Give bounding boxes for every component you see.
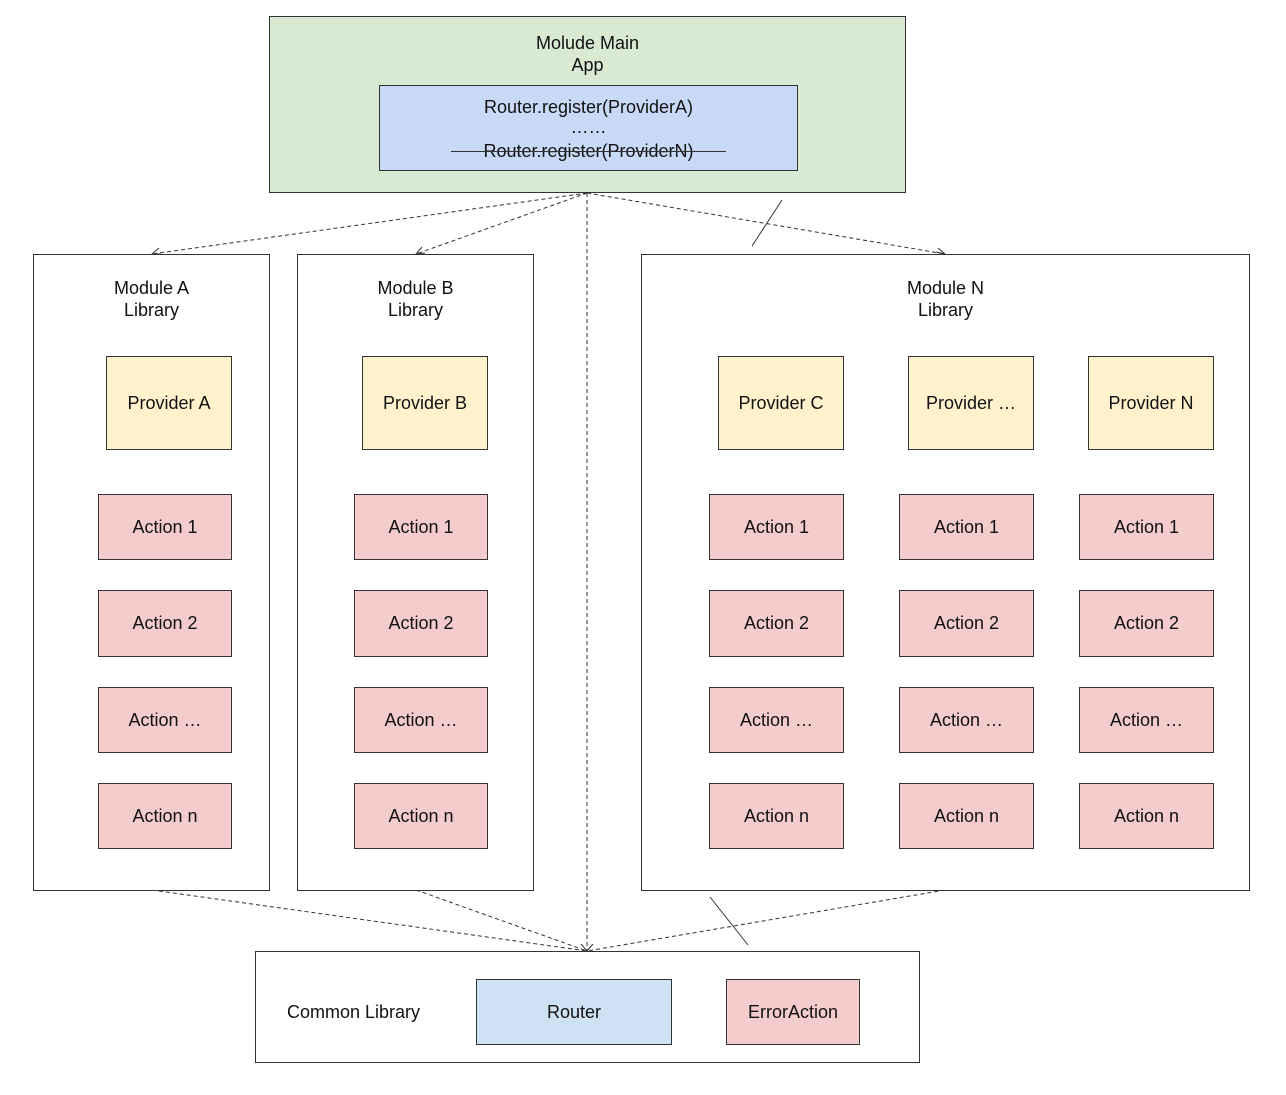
module-a-action-more: Action …: [98, 687, 232, 753]
main-app-title: Molude Main App: [270, 32, 905, 76]
dep-a-to-common: [151, 889, 588, 952]
common-library-label: Common Library: [287, 1002, 421, 1022]
main-app-title-line1: Molude Main: [535, 33, 640, 53]
module-n-title: Module N Library: [642, 277, 1249, 321]
error-action-box: ErrorAction: [726, 979, 860, 1045]
dep-n-to-common: [586, 889, 946, 952]
module-b-action-more: Action …: [354, 687, 488, 753]
main-app-title-line2: App: [571, 55, 604, 75]
provider-more-action-2: Action 2: [899, 590, 1034, 657]
module-b-action-1: Action 1: [354, 494, 488, 560]
module-b-title: Module B Library: [298, 277, 533, 321]
provider-b-box: Provider B: [362, 356, 488, 450]
module-a-title-line1: Module A: [113, 278, 190, 298]
module-b-title-line2: Library: [387, 300, 444, 320]
provider-n-action-2: Action 2: [1079, 590, 1214, 657]
provider-c-action-more: Action …: [709, 687, 844, 753]
main-app-box: Molude Main App Router.register(Provider…: [269, 16, 906, 193]
module-b-action-n: Action n: [354, 783, 488, 849]
provider-c-action-1: Action 1: [709, 494, 844, 560]
break-mark-top: [751, 199, 783, 247]
module-n-title-line2: Library: [917, 300, 974, 320]
provider-n-action-1: Action 1: [1079, 494, 1214, 560]
dep-b-to-common: [415, 889, 588, 952]
module-n-title-line1: Module N: [906, 278, 985, 298]
provider-c-action-2: Action 2: [709, 590, 844, 657]
module-a-title-line2: Library: [123, 300, 180, 320]
dep-app-to-b: [415, 192, 588, 255]
module-a-action-2: Action 2: [98, 590, 232, 657]
provider-a-box: Provider A: [106, 356, 232, 450]
module-a-action-1: Action 1: [98, 494, 232, 560]
module-a-action-n: Action n: [98, 783, 232, 849]
provider-c-box: Provider C: [718, 356, 844, 450]
dep-app-to-a: [151, 192, 588, 255]
register-strike-line: [451, 151, 726, 152]
provider-n-box: Provider N: [1088, 356, 1214, 450]
router-register-box: Router.register(ProviderA) …… Router.reg…: [379, 85, 798, 171]
provider-more-action-1: Action 1: [899, 494, 1034, 560]
break-mark-bottom: [709, 896, 749, 946]
module-a-title: Module A Library: [34, 277, 269, 321]
provider-more-action-more: Action …: [899, 687, 1034, 753]
register-first: Router.register(ProviderA): [483, 97, 694, 117]
dep-app-to-n: [586, 192, 946, 255]
module-b-title-line1: Module B: [377, 278, 454, 298]
module-b-action-2: Action 2: [354, 590, 488, 657]
provider-n-action-more: Action …: [1079, 687, 1214, 753]
provider-n-action-n: Action n: [1079, 783, 1214, 849]
router-box: Router: [476, 979, 672, 1045]
provider-more-action-n: Action n: [899, 783, 1034, 849]
arrowhead-b: [414, 246, 426, 255]
provider-more-box: Provider …: [908, 356, 1034, 450]
arrowhead-common: [580, 943, 594, 952]
provider-c-action-n: Action n: [709, 783, 844, 849]
register-dots: ……: [570, 117, 607, 137]
